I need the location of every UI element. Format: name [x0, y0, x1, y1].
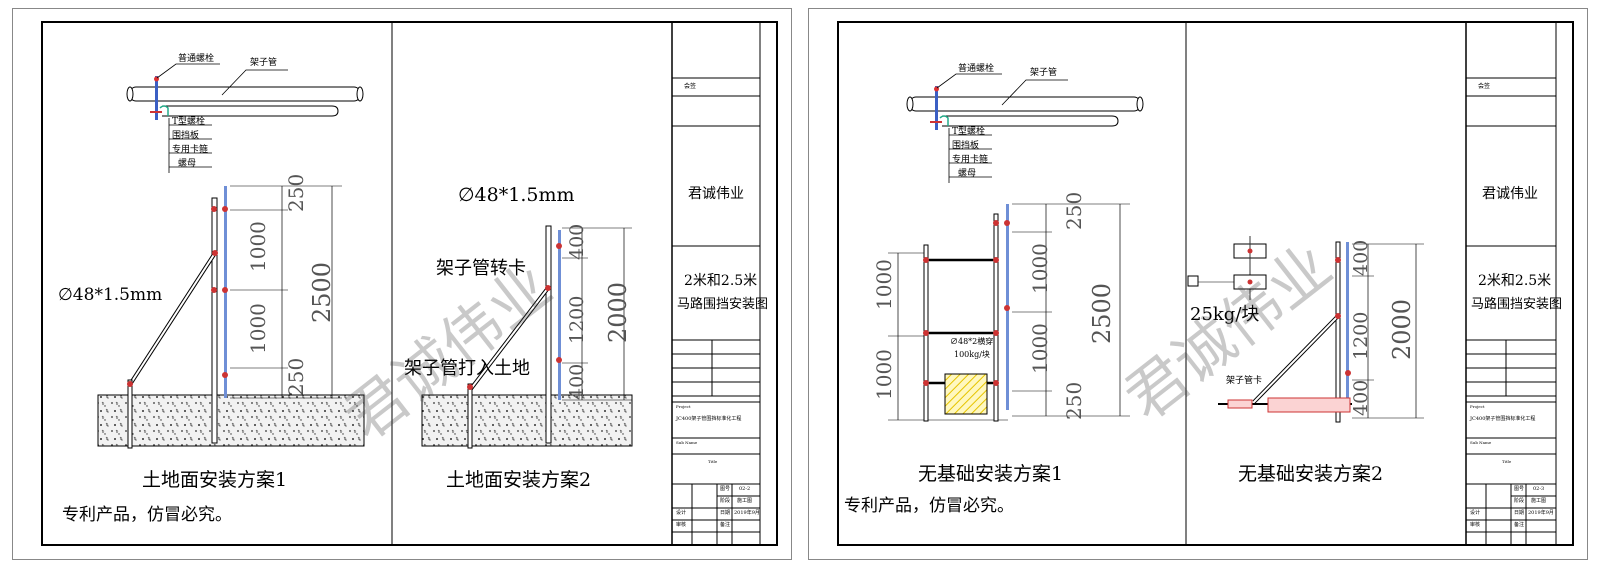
tb-title-line2: 马路围挡安装图	[1471, 297, 1563, 312]
tb-project-name: JC400架子管围挡标准化工程	[1470, 416, 1536, 422]
label-counterweight-mass: 100kg/块	[954, 350, 990, 359]
label-swivel-clamp: 架子管转卡	[436, 258, 526, 279]
label-clamp: 专用卡箍	[172, 145, 209, 155]
dim-400-top: 400	[1350, 239, 1372, 276]
tb-stage-label: 阶段	[1514, 498, 1525, 504]
tb-check-label: 审核	[676, 522, 687, 528]
label-diameter-plan1: ∅48*1.5mm	[58, 285, 163, 305]
label-driven-pipe: 架子管打入土地	[404, 358, 530, 379]
dim-400-bottom: 400	[566, 363, 588, 400]
tb-design-label: 设计	[1470, 510, 1481, 516]
tb-company: 君诚伟业	[1482, 186, 1538, 202]
dim-250-bottom: 250	[284, 357, 308, 396]
sheet-2-linework	[808, 8, 1588, 560]
tb-title-line1: 2米和2.5米	[684, 273, 758, 289]
tb-date-label: 日期	[1514, 510, 1525, 516]
dim-400-top: 400	[566, 223, 588, 260]
dim-400-bottom: 400	[1350, 379, 1372, 416]
tb-design-label: 设计	[676, 510, 687, 516]
tb-stage: 施工图	[737, 498, 753, 504]
label-panel: 围挡板	[952, 141, 980, 151]
label-scaffold-pipe: 架子管	[250, 58, 278, 68]
dim-1000-lower: 1000	[1028, 323, 1052, 374]
label-panel: 围挡板	[172, 131, 200, 141]
tb-project-label: Project	[676, 404, 691, 409]
dim-1000-upper: 1000	[246, 221, 270, 272]
tb-stage-label: 阶段	[720, 498, 731, 504]
tb-title-label: Title	[708, 459, 718, 464]
dim-2000-total: 2000	[1388, 298, 1416, 360]
tb-date-label: 日期	[720, 510, 731, 516]
tb-approve-label: 备注	[1514, 522, 1525, 528]
label-crossbar: ∅48*2横穿	[950, 337, 994, 346]
dim-1200: 1200	[1350, 311, 1372, 360]
label-t-bolt: T型螺栓	[952, 127, 986, 137]
label-common-bolt: 普通螺栓	[958, 64, 995, 74]
tb-company: 君诚伟业	[688, 186, 744, 202]
tb-title-line2: 马路围挡安装图	[677, 297, 769, 312]
drawing-sheet-2: 普通螺栓 架子管 T型螺栓 围挡板 专用卡箍 螺母 1000 1000 250 …	[808, 8, 1588, 560]
label-nut: 螺母	[178, 159, 197, 169]
label-t-bolt: T型螺栓	[172, 117, 206, 127]
tb-project-name: JC400架子管围挡标准化工程	[676, 416, 742, 422]
caption-plan-2: 土地面安装方案2	[446, 469, 592, 491]
dim-250-top: 250	[1062, 191, 1086, 230]
tb-stage: 施工图	[1531, 498, 1547, 504]
dim-1000-outer-upper: 1000	[872, 259, 896, 310]
tb-title-line1: 2米和2.5米	[1478, 273, 1552, 289]
tb-sign: 会签	[1478, 83, 1491, 90]
dim-2500-total: 2500	[308, 261, 336, 323]
dim-2000-total: 2000	[604, 281, 632, 343]
tb-date: 2019年9月	[734, 510, 760, 516]
label-clamp: 专用卡箍	[952, 155, 989, 165]
dim-2500-total: 2500	[1088, 282, 1116, 344]
dim-1200: 1200	[566, 295, 588, 344]
tb-project-label: Project	[1470, 404, 1485, 409]
tb-check-label: 审核	[1470, 522, 1481, 528]
tb-drawno-label: 图号	[720, 486, 731, 492]
caption-plan-1: 无基础安装方案1	[918, 463, 1064, 485]
tb-approve-label: 备注	[720, 522, 731, 528]
patent-notice: 专利产品，仿冒必究。	[844, 496, 1014, 516]
dim-1000-upper: 1000	[1028, 243, 1052, 294]
caption-plan-2: 无基础安装方案2	[1238, 463, 1384, 485]
label-common-bolt: 普通螺栓	[178, 54, 215, 64]
tb-drawno: 02-3	[1533, 486, 1545, 492]
dim-1000-lower: 1000	[246, 303, 270, 354]
label-diameter-plan2: ∅48*1.5mm	[458, 184, 575, 206]
dim-250-bottom: 250	[1062, 381, 1086, 420]
tb-date: 2019年9月	[1528, 510, 1554, 516]
tb-drawno-label: 图号	[1514, 486, 1525, 492]
tb-sign: 会签	[684, 83, 697, 90]
tb-title-label: Title	[1502, 459, 1512, 464]
label-pipe-clip: 架子管卡	[1226, 376, 1263, 386]
label-weight-block: 25kg/块	[1190, 304, 1260, 325]
caption-plan-1: 土地面安装方案1	[142, 469, 288, 491]
tb-drawno: 02-2	[739, 486, 751, 492]
tb-subname-label: Sub Name	[1470, 440, 1492, 445]
drawing-sheet-1: 普通螺栓 架子管 T型螺栓 围挡板 专用卡箍 螺母 250 1000 1000 …	[12, 8, 792, 560]
label-nut: 螺母	[958, 169, 977, 179]
tb-subname-label: Sub Name	[676, 440, 698, 445]
dim-1000-outer-lower: 1000	[872, 349, 896, 400]
patent-notice: 专利产品，仿冒必究。	[62, 505, 232, 525]
label-scaffold-pipe: 架子管	[1030, 68, 1058, 78]
dim-250-top: 250	[284, 173, 308, 212]
sheet-1-linework	[12, 8, 792, 560]
